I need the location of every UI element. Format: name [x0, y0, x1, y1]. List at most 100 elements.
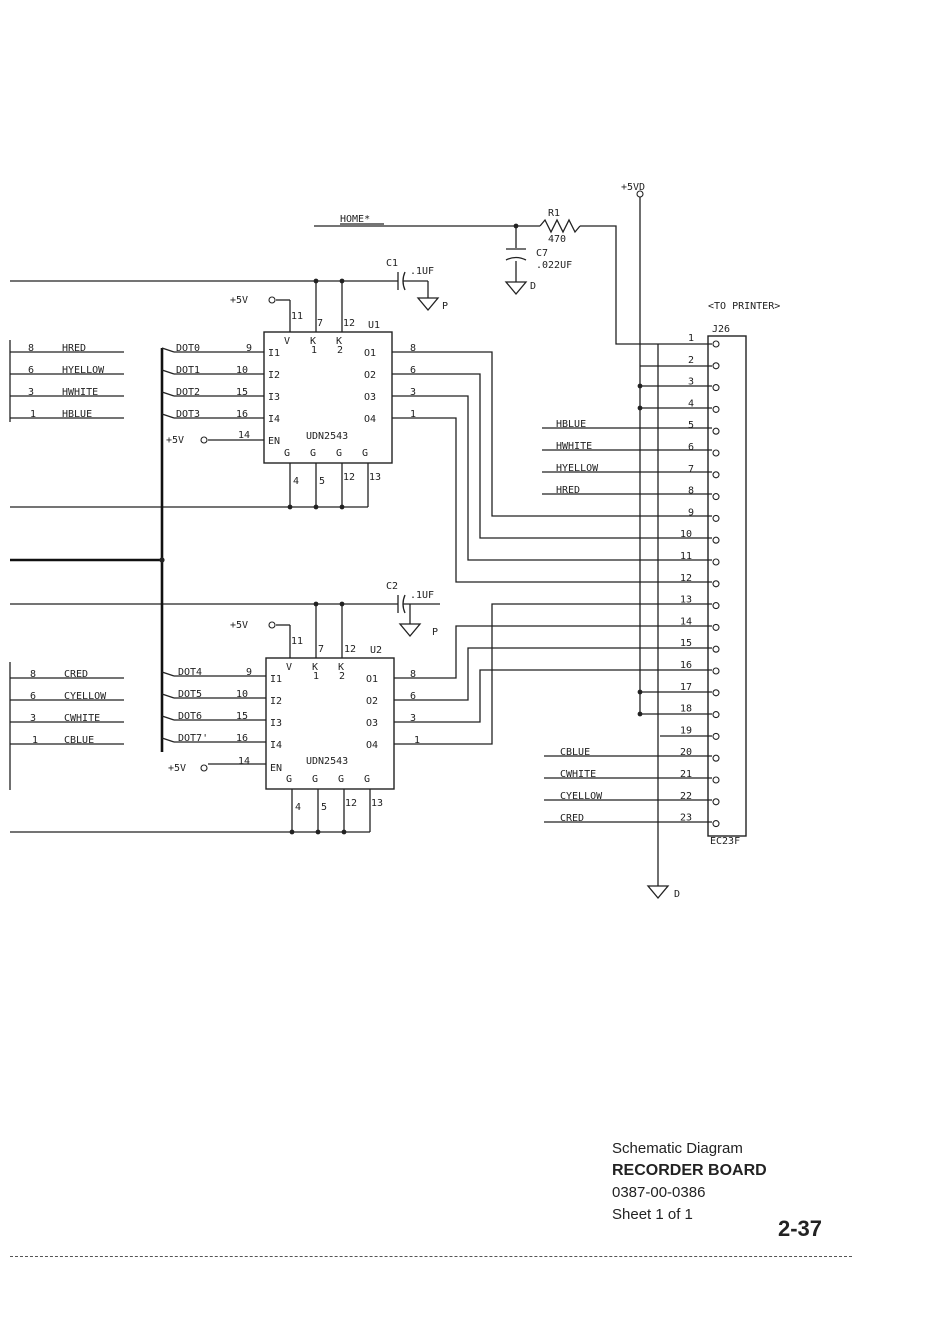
title-line-3: 0387-00-0386: [612, 1184, 706, 1201]
connector-pin-label: 8: [688, 486, 694, 497]
svg-text:6: 6: [410, 691, 416, 702]
svg-text:2: 2: [337, 345, 343, 356]
connector-pin-terminal: [712, 623, 720, 631]
svg-text:I2: I2: [270, 696, 282, 707]
capacitor-c7: C7 .022UF: [505, 248, 572, 271]
svg-text:I1: I1: [268, 348, 280, 359]
svg-text:8: 8: [410, 669, 416, 680]
svg-text:16: 16: [236, 733, 248, 744]
svg-text:CRED: CRED: [64, 669, 88, 680]
svg-text:14: 14: [238, 756, 250, 767]
connector-pin-label: 19: [680, 725, 692, 736]
connector-pin-terminal: [712, 602, 720, 610]
svg-text:10: 10: [236, 365, 248, 376]
svg-text:9: 9: [246, 667, 252, 678]
svg-text:.1UF: .1UF: [410, 266, 434, 277]
connector-pin-terminal: [712, 645, 720, 653]
svg-text:7: 7: [317, 318, 323, 329]
svg-text:P: P: [432, 627, 438, 638]
svg-text:HWHITE: HWHITE: [62, 387, 98, 398]
right-h-signals: HBLUE HWHITE HYELLOW HRED: [556, 419, 599, 496]
svg-text:G: G: [338, 774, 344, 785]
u2-ref: U2: [370, 645, 382, 656]
svg-text:CYELLOW: CYELLOW: [560, 791, 603, 802]
svg-text:3: 3: [28, 387, 34, 398]
svg-text:P: P: [442, 301, 448, 312]
svg-text:CWHITE: CWHITE: [64, 713, 100, 724]
svg-text:5: 5: [319, 476, 325, 487]
svg-text:5: 5: [321, 802, 327, 813]
capacitor-c2: C2 .1UF: [386, 581, 434, 614]
u1-part: UDN2543: [306, 431, 348, 442]
svg-text:I3: I3: [268, 392, 280, 403]
svg-text:HOME*: HOME*: [340, 214, 370, 225]
svg-text:HYELLOW: HYELLOW: [556, 463, 599, 474]
connector-part: EC23F: [710, 836, 740, 847]
svg-text:11: 11: [291, 311, 303, 322]
u2-part: UDN2543: [306, 756, 348, 767]
ground-symbol-c7: D: [504, 281, 536, 296]
connector-pin-terminal: [712, 667, 720, 675]
svg-text:I4: I4: [268, 414, 280, 425]
svg-text:V: V: [284, 336, 290, 347]
ground-symbol-connector: D: [646, 885, 680, 900]
chip-u1: U1 UDN2543 V K K 1 2 11 7 12 I1 I2 I3 I4…: [176, 311, 416, 487]
svg-text:12: 12: [345, 798, 357, 809]
svg-text:3: 3: [410, 387, 416, 398]
connector-pin-label: 20: [680, 747, 692, 758]
svg-text:+5V: +5V: [230, 620, 248, 631]
connector-pin-label: 5: [688, 420, 694, 431]
connector-pin-terminal: [712, 427, 720, 435]
connector-pin-label: 9: [688, 507, 694, 518]
svg-text:DOT3: DOT3: [176, 409, 200, 420]
left-h-signals: 8 HRED 6 HYELLOW 3 HWHITE 1 HBLUE: [28, 343, 105, 420]
svg-text:G: G: [312, 774, 318, 785]
svg-text:12: 12: [343, 318, 355, 329]
connector-pin-terminal: [712, 732, 720, 740]
svg-text:O3: O3: [364, 392, 376, 403]
svg-text:EN: EN: [270, 763, 282, 774]
resistor-r1: R1 470: [548, 208, 566, 245]
svg-text:+5V: +5V: [166, 435, 184, 446]
title-block: Schematic Diagram RECORDER BOARD 0387-00…: [612, 1138, 767, 1226]
connector-pin-label: 4: [688, 398, 694, 409]
connector-ref: J26: [712, 324, 730, 335]
svg-text:C2: C2: [386, 581, 398, 592]
connector-pin-terminal: [712, 340, 720, 348]
svg-text:8: 8: [30, 669, 36, 680]
svg-text:HBLUE: HBLUE: [62, 409, 92, 420]
svg-text:6: 6: [410, 365, 416, 376]
svg-text:15: 15: [236, 387, 248, 398]
ground-symbol-c2: P: [398, 623, 438, 638]
vcc-symbol-u2-en: +5V: [168, 763, 208, 774]
left-c-signals: 8 CRED 6 CYELLOW 3 CWHITE 1 CBLUE: [30, 669, 107, 746]
connector-pin-label: 17: [680, 682, 692, 693]
svg-text:8: 8: [28, 343, 34, 354]
vcc-symbol-u1-en: +5V: [166, 435, 208, 446]
connector-pin-terminal: [712, 798, 720, 806]
connector-pin-label: 23: [680, 813, 692, 824]
svg-text:CYELLOW: CYELLOW: [64, 691, 107, 702]
connector-pin-label: 12: [680, 573, 692, 584]
connector-pin-terminal: [712, 820, 720, 828]
svg-text:DOT2: DOT2: [176, 387, 200, 398]
svg-text:1: 1: [32, 735, 38, 746]
svg-text:14: 14: [238, 430, 250, 441]
svg-text:O2: O2: [366, 696, 378, 707]
connector-pin-terminal: [712, 449, 720, 457]
connector-pin-label: 18: [680, 704, 692, 715]
u1-ref: U1: [368, 320, 380, 331]
wiring: [9, 196, 747, 886]
svg-text:R1: R1: [548, 208, 560, 219]
connector-pin-label: 3: [688, 377, 694, 388]
svg-text:13: 13: [371, 798, 383, 809]
svg-text:D: D: [530, 281, 536, 292]
svg-text:DOT5: DOT5: [178, 689, 202, 700]
svg-text:O1: O1: [366, 674, 378, 685]
svg-text:I3: I3: [270, 718, 282, 729]
svg-text:9: 9: [246, 343, 252, 354]
connector-pin-terminal: [712, 558, 720, 566]
title-line-2: RECORDER BOARD: [612, 1162, 767, 1179]
svg-text:470: 470: [548, 234, 566, 245]
connector-pin-terminal: [712, 689, 720, 697]
